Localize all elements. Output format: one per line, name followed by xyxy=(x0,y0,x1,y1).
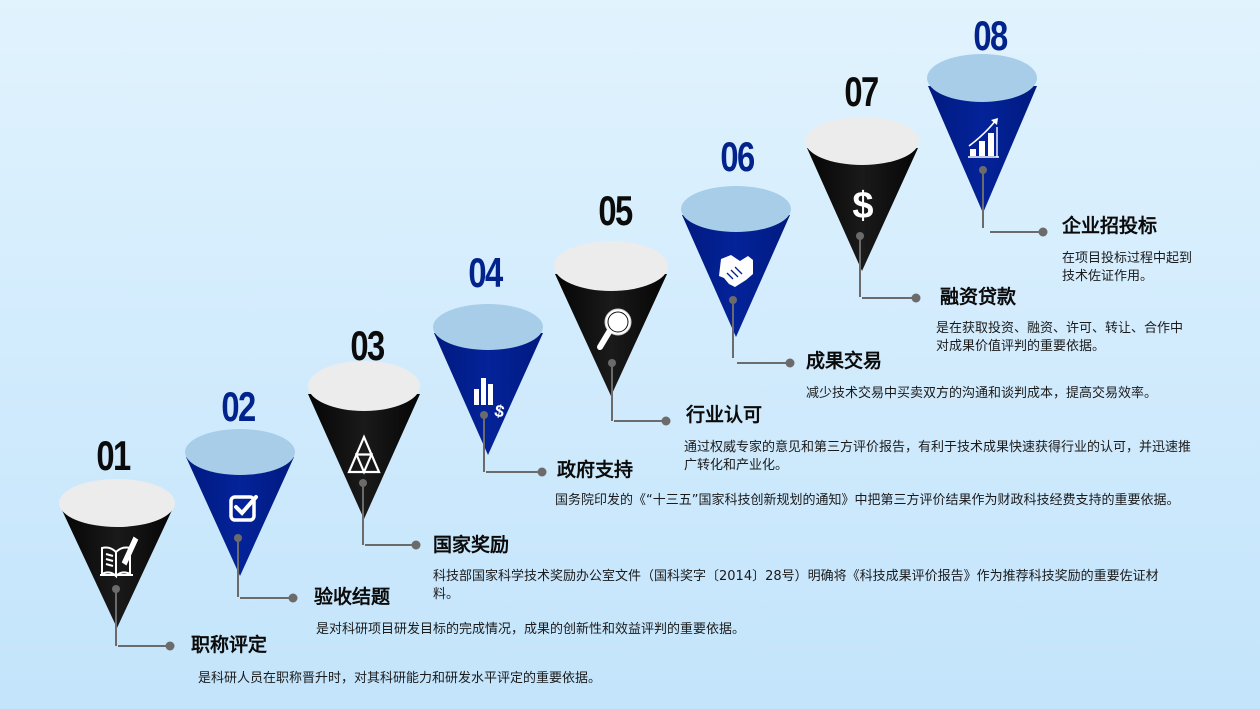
step-title-03: 国家奖励 xyxy=(433,534,510,556)
step-title-01: 职称评定 xyxy=(191,634,268,656)
cone-07: $ xyxy=(805,117,921,303)
bar-chart-dollar-icon: $ xyxy=(474,378,507,422)
triangle-award-icon xyxy=(347,434,381,475)
step-title-02: 验收结题 xyxy=(314,586,391,608)
step-title-06: 成果交易 xyxy=(806,350,883,372)
step-desc-07: 是在获取投资、融资、许可、转让、合作中对成果价值评判的重要依据。 xyxy=(936,321,1184,354)
magnifier-icon xyxy=(597,308,632,350)
cone-06 xyxy=(681,186,795,368)
checkbox-icon xyxy=(229,495,258,522)
cone-02 xyxy=(185,429,298,603)
step-number-04: 04 xyxy=(468,249,503,296)
step-number-03: 03 xyxy=(350,322,385,369)
step-title-04: 政府支持 xyxy=(557,459,634,481)
cone-05 xyxy=(554,241,671,426)
cone-01 xyxy=(59,479,175,651)
cone-08 xyxy=(927,54,1048,237)
step-number-07: 07 xyxy=(844,68,879,115)
step-number-01: 01 xyxy=(96,432,131,479)
step-number-08: 08 xyxy=(973,12,1008,59)
book-pen-icon xyxy=(100,536,139,579)
dollar-icon: $ xyxy=(852,185,873,227)
step-desc-08: 在项目投标过程中起到技术佐证作用。 xyxy=(1062,251,1193,284)
step-desc-03: 科技部国家科学技术奖励办公室文件（国科奖字〔2014〕28号）明确将《科技成果评… xyxy=(433,569,1159,602)
svg-text:$: $ xyxy=(493,401,507,422)
step-desc-05: 通过权威专家的意见和第三方评价报告，有利于技术成果快速获得行业的认可，并迅速推广… xyxy=(684,440,1192,473)
step-title-07: 融资贷款 xyxy=(940,286,1017,308)
step-number-02: 02 xyxy=(221,383,256,430)
step-desc-04: 国务院印发的《“十三五”国家科技创新规划的通知》中把第三方评价结果作为财政科技经… xyxy=(555,493,1180,508)
cone-04: $ xyxy=(433,304,547,477)
step-desc-02: 是对科研项目研发目标的完成情况，成果的创新性和效益评判的重要依据。 xyxy=(316,622,746,637)
step-title-08: 企业招投标 xyxy=(1062,215,1158,237)
step-desc-06: 减少技术交易中买卖双方的沟通和谈判成本，提高交易效率。 xyxy=(806,386,1158,401)
growth-chart-icon xyxy=(968,118,999,158)
step-title-05: 行业认可 xyxy=(686,404,763,426)
cone-03 xyxy=(308,361,421,550)
step-number-05: 05 xyxy=(598,187,633,234)
step-desc-01: 是科研人员在职称晋升时，对其科研能力和研发水平评定的重要依据。 xyxy=(198,671,602,686)
step-number-06: 06 xyxy=(720,133,755,180)
handshake-icon xyxy=(719,255,753,287)
